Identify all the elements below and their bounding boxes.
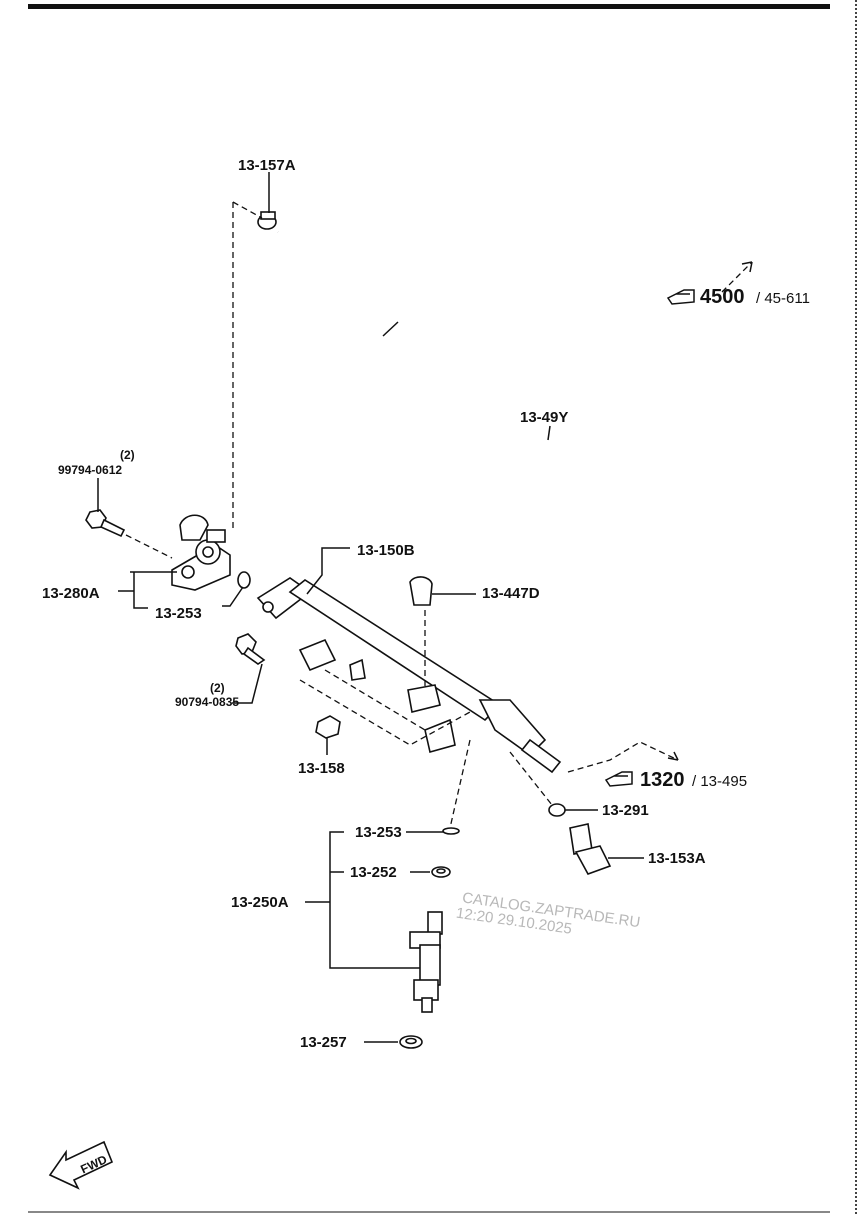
connector-part[interactable] — [569, 823, 612, 875]
pointing-hand-icon — [604, 771, 633, 787]
label-connector[interactable]: 13-153A — [648, 850, 706, 867]
label-ref-1320[interactable]: 1320 — [640, 769, 685, 791]
clip-part[interactable] — [409, 576, 433, 606]
upper-bolt-part[interactable] — [85, 509, 126, 538]
pressure-regulator-part[interactable] — [171, 514, 231, 591]
label-injector-oring[interactable]: 13-253 — [355, 824, 402, 841]
nut-part[interactable] — [315, 715, 341, 739]
washer-part[interactable] — [431, 866, 451, 878]
pointing-hand-icon — [666, 289, 695, 305]
lower-bolt-part[interactable] — [235, 633, 266, 665]
label-gasket[interactable]: 13-291 — [602, 802, 649, 819]
watermark: CATALOG.ZAPTRADE.RU 12:20 29.10.2025 — [455, 889, 641, 937]
fwd-arrow-icon: FWD — [48, 1140, 114, 1190]
label-washer[interactable]: 13-252 — [350, 864, 397, 881]
label-fuel-hose[interactable]: 13-49Y — [520, 409, 568, 426]
label-insulator[interactable]: 13-257 — [300, 1034, 347, 1051]
injector-oring-part[interactable] — [442, 827, 460, 835]
label-bolt-upper-qty: (2) — [120, 448, 135, 462]
regulator-oring-part[interactable] — [237, 571, 251, 589]
label-regulator-oring[interactable]: 13-253 — [155, 605, 202, 622]
injector-part[interactable] — [409, 911, 443, 1013]
label-ref-4500[interactable]: 4500 — [700, 286, 745, 308]
gasket-part[interactable] — [548, 803, 566, 817]
label-bolt-upper[interactable]: 99794-0612 — [58, 463, 122, 477]
label-nut[interactable]: 13-158 — [298, 760, 345, 777]
label-hose-clamp[interactable]: 13-157A — [238, 157, 296, 174]
label-pressure-regulator[interactable]: 13-280A — [42, 585, 100, 602]
label-bolt-lower-qty: (2) — [210, 681, 225, 695]
label-ref-45-611[interactable]: / 45-611 — [756, 290, 810, 307]
label-ref-13-495[interactable]: / 13-495 — [692, 773, 747, 790]
label-injector-assy[interactable]: 13-250A — [231, 894, 289, 911]
fuel-rail-part[interactable] — [256, 577, 562, 774]
label-bolt-lower[interactable]: 90794-0835 — [175, 695, 239, 709]
insulator-part[interactable] — [399, 1035, 423, 1049]
label-clip[interactable]: 13-447D — [482, 585, 540, 602]
hose-clamp-part[interactable] — [257, 211, 277, 230]
top-border — [28, 4, 830, 9]
label-fuel-rail[interactable]: 13-150B — [357, 542, 415, 559]
fuel-hose-part[interactable] — [275, 226, 727, 466]
